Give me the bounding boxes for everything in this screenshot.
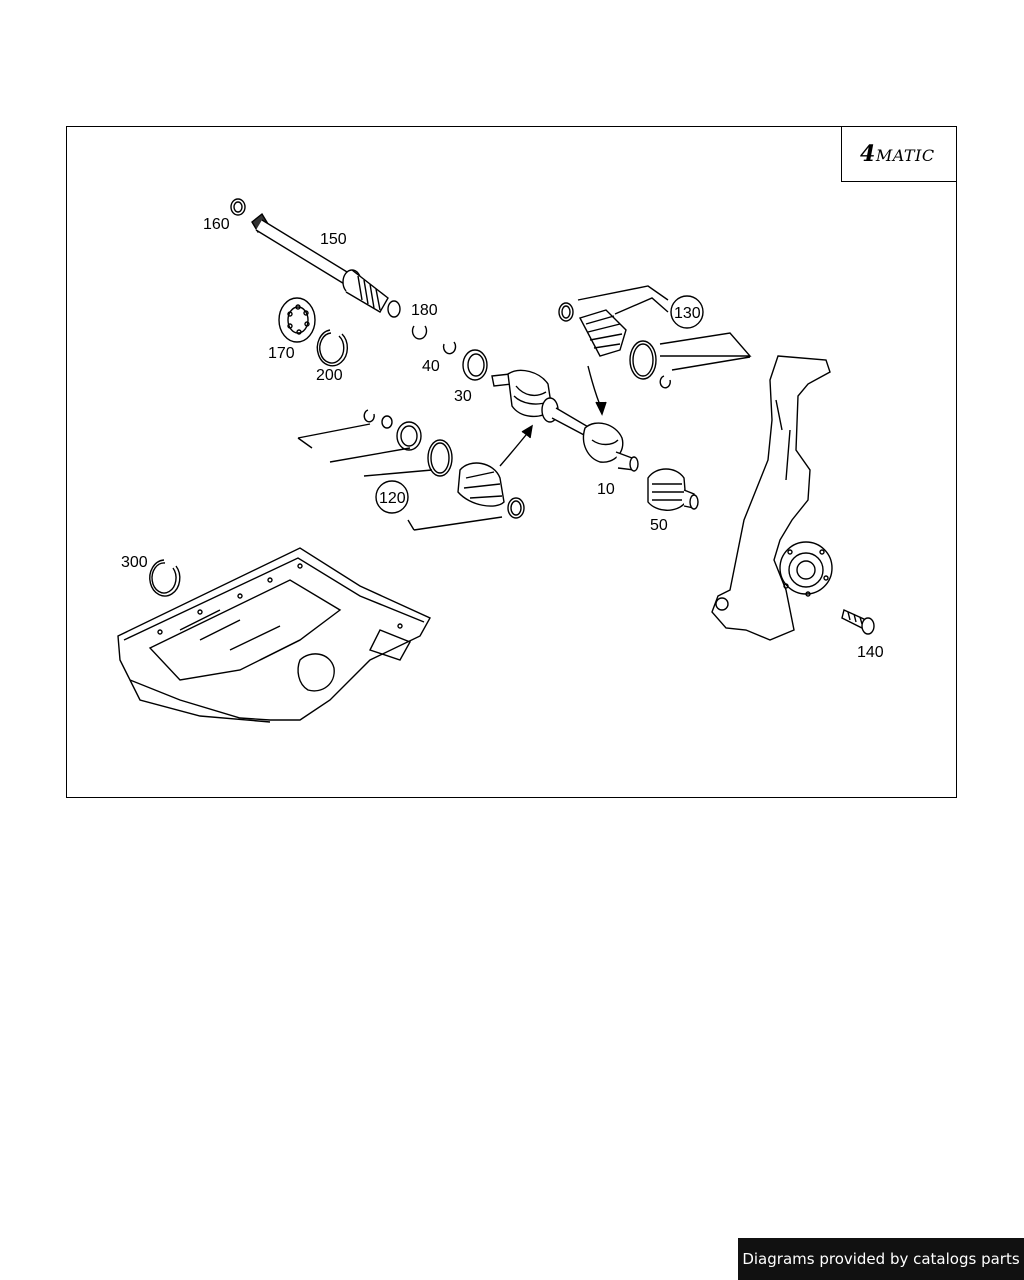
part-40-clip[interactable] (442, 341, 457, 355)
part-oil-pan[interactable] (117, 547, 431, 723)
callout-130: 130 (674, 305, 701, 322)
callout-180: 180 (411, 302, 438, 319)
diagram-frame (66, 126, 957, 798)
part-160-ring[interactable] (230, 198, 246, 216)
assembly-arrows (499, 365, 607, 467)
callout-40: 40 (422, 358, 440, 375)
part-steering-knuckle[interactable] (711, 355, 833, 641)
part-10-driveshaft[interactable] (491, 369, 639, 472)
part-50-cv-joint[interactable] (647, 468, 699, 511)
callout-150: 150 (320, 231, 347, 248)
callout-10: 10 (597, 481, 615, 498)
callout-170: 170 (268, 345, 295, 362)
part-180-clip[interactable] (411, 325, 428, 340)
callout-140: 140 (857, 644, 884, 661)
callout-200: 200 (316, 367, 343, 384)
callout-160: 160 (203, 216, 230, 233)
part-200-circlip[interactable] (316, 329, 348, 367)
part-150-shaft[interactable] (251, 212, 401, 318)
part-130-boot-kit[interactable] (558, 285, 752, 389)
callout-50: 50 (650, 517, 668, 534)
part-140-bolt[interactable] (841, 609, 875, 635)
part-170-bearing[interactable] (278, 297, 316, 343)
part-120-boot-kit[interactable] (297, 409, 525, 531)
4matic-badge: 4MATIC (841, 126, 957, 182)
callout-300: 300 (121, 554, 148, 571)
callout-circle-130 (670, 295, 704, 329)
part-300-circlip[interactable] (149, 559, 181, 597)
callout-circle-120 (375, 480, 409, 514)
part-30-seal[interactable] (462, 349, 488, 381)
4matic-logo: 4MATIC (860, 141, 935, 167)
callout-30: 30 (454, 388, 472, 405)
callout-120: 120 (379, 490, 406, 507)
attribution-footer: Diagrams provided by catalogs parts (738, 1238, 1024, 1280)
